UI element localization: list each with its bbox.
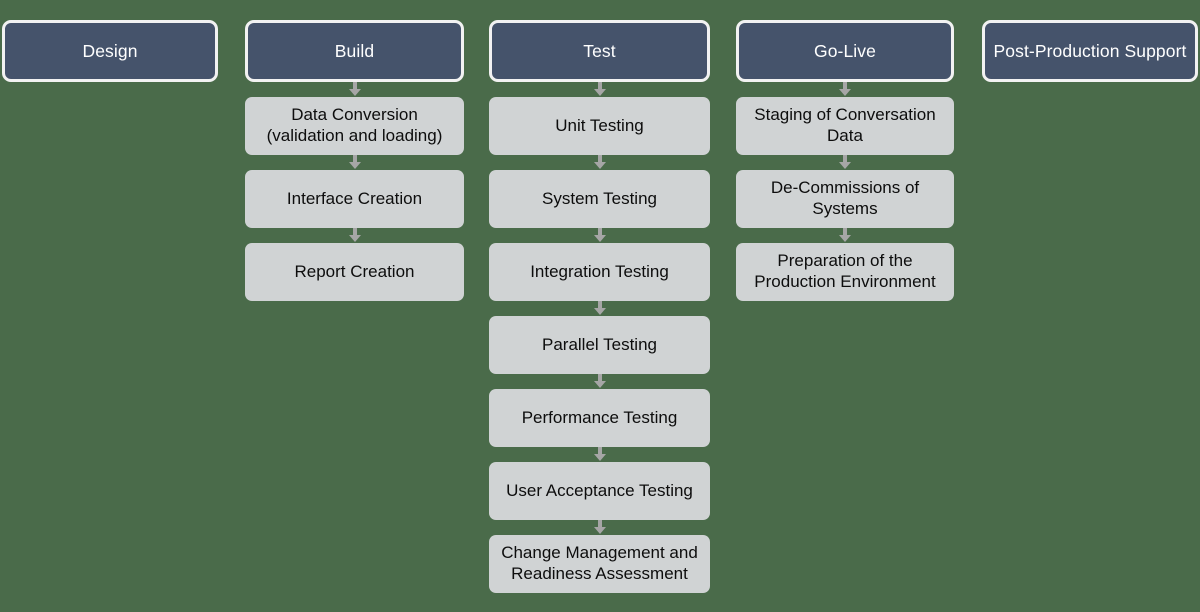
phase-column-postprod: Post-Production Support — [982, 20, 1198, 82]
down-arrow-icon — [245, 228, 464, 243]
down-arrow-icon — [736, 155, 954, 170]
down-arrow-icon — [489, 520, 710, 535]
down-arrow-icon — [245, 82, 464, 97]
step-box[interactable]: User Acceptance Testing — [489, 462, 710, 520]
step-box[interactable]: Integration Testing — [489, 243, 710, 301]
phase-header-golive[interactable]: Go-Live — [736, 20, 954, 82]
phase-header-postprod[interactable]: Post-Production Support — [982, 20, 1198, 82]
step-box[interactable]: Preparation of the Production Environmen… — [736, 243, 954, 301]
phase-column-build: Build Data Conversion (validation and lo… — [245, 20, 464, 301]
step-box[interactable]: Change Management and Readiness Assessme… — [489, 535, 710, 593]
phase-header-build[interactable]: Build — [245, 20, 464, 82]
down-arrow-icon — [489, 374, 710, 389]
phase-header-design[interactable]: Design — [2, 20, 218, 82]
step-box[interactable]: System Testing — [489, 170, 710, 228]
down-arrow-icon — [245, 155, 464, 170]
phase-header-test[interactable]: Test — [489, 20, 710, 82]
phase-column-golive: Go-Live Staging of Conversation Data De-… — [736, 20, 954, 301]
phase-column-design: Design — [2, 20, 218, 82]
down-arrow-icon — [489, 82, 710, 97]
step-box[interactable]: Interface Creation — [245, 170, 464, 228]
step-box[interactable]: Parallel Testing — [489, 316, 710, 374]
step-box[interactable]: Staging of Conversation Data — [736, 97, 954, 155]
step-box[interactable]: Data Conversion (validation and loading) — [245, 97, 464, 155]
step-box[interactable]: Unit Testing — [489, 97, 710, 155]
phase-column-test: Test Unit Testing System Testing Integra… — [489, 20, 710, 593]
down-arrow-icon — [489, 228, 710, 243]
down-arrow-icon — [489, 301, 710, 316]
step-box[interactable]: De-Commissions of Systems — [736, 170, 954, 228]
down-arrow-icon — [736, 82, 954, 97]
down-arrow-icon — [736, 228, 954, 243]
down-arrow-icon — [489, 447, 710, 462]
down-arrow-icon — [489, 155, 710, 170]
step-box[interactable]: Report Creation — [245, 243, 464, 301]
step-box[interactable]: Performance Testing — [489, 389, 710, 447]
